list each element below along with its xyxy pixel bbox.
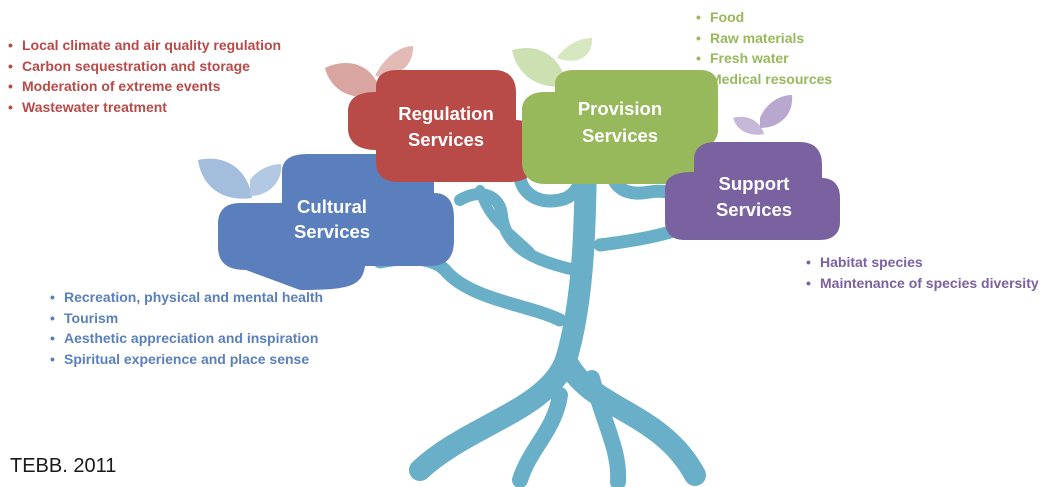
list-item: Tourism	[50, 308, 323, 329]
provision-leaf-left	[512, 47, 566, 87]
regulation-services-list: Local climate and air quality regulation…	[8, 35, 281, 117]
support-services-list: Habitat species Maintenance of species d…	[806, 252, 1039, 293]
regulation-cloud	[348, 70, 536, 182]
source-citation: TEBB. 2011	[10, 455, 117, 477]
regulation-label-line1: Regulation	[398, 103, 494, 124]
provision-services-list: Food Raw materials Fresh water Medical r…	[696, 7, 832, 89]
list-item: Aesthetic appreciation and inspiration	[50, 328, 323, 349]
list-item: Raw materials	[696, 28, 832, 49]
support-label-line2: Services	[716, 199, 792, 220]
support-cloud	[665, 142, 840, 240]
cultural-label-line2: Services	[294, 221, 370, 242]
provision-label-line2: Services	[582, 125, 658, 146]
leaves	[198, 38, 793, 199]
cultural-cloud	[218, 154, 454, 290]
cultural-label-line1: Cultural	[297, 196, 367, 217]
regulation-leaf-left	[325, 63, 381, 98]
provision-services-node: Provision Services	[522, 70, 718, 184]
provision-leaf-right	[557, 38, 593, 61]
cultural-leaf-left	[198, 158, 252, 199]
list-item: Maintenance of species diversity	[806, 273, 1039, 294]
regulation-label-line2: Services	[408, 129, 484, 150]
list-item: Medical resources	[696, 69, 832, 90]
cultural-leaf-right	[250, 164, 282, 196]
list-item: Spiritual experience and place sense	[50, 349, 323, 370]
list-item: Food	[696, 7, 832, 28]
support-leaf-right	[760, 95, 793, 128]
support-label-line1: Support	[719, 173, 790, 194]
list-item: Recreation, physical and mental health	[50, 287, 323, 308]
list-item: Fresh water	[696, 48, 832, 69]
list-item: Local climate and air quality regulation	[8, 35, 281, 56]
support-services-node: Support Services	[665, 142, 840, 240]
list-item: Wastewater treatment	[8, 97, 281, 118]
provision-label-line1: Provision	[578, 98, 662, 119]
list-item: Carbon sequestration and storage	[8, 56, 281, 77]
regulation-services-node: Regulation Services	[348, 70, 536, 182]
list-item: Habitat species	[806, 252, 1039, 273]
cultural-services-list: Recreation, physical and mental health T…	[50, 287, 323, 369]
list-item: Moderation of extreme events	[8, 76, 281, 97]
regulation-leaf-right	[375, 46, 414, 77]
provision-cloud	[522, 70, 718, 184]
cultural-services-node: Cultural Services	[218, 154, 454, 290]
support-leaf-left	[733, 116, 764, 135]
